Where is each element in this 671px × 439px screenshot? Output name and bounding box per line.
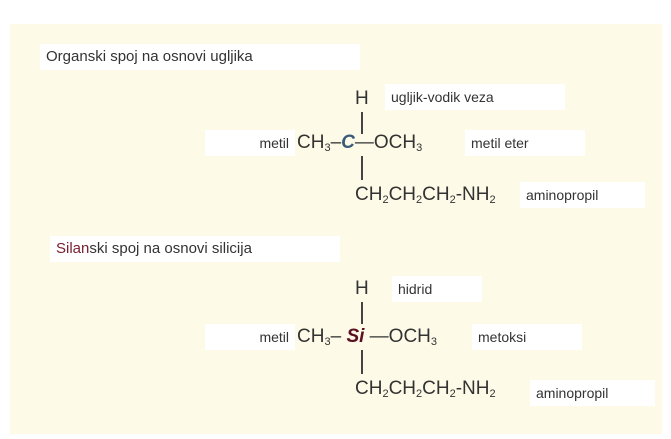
silane-center-row: CH3– Si —OCH3 [297, 326, 437, 348]
organic-left-group: CH3 [297, 132, 331, 154]
organic-bottom-label: aminopropil [520, 182, 645, 208]
organic-left-label: metil [205, 130, 295, 156]
organic-top-h-atom: H [355, 88, 369, 109]
organic-right-group: OCH3 [373, 132, 423, 154]
silane-left-label: metil [205, 324, 295, 350]
silane-section-title: Silanski spoj na osnovi silicija [50, 236, 340, 262]
silane-bottom-chain: CH2CH2CH2-NH2 [355, 378, 496, 400]
organic-bottom-bond [361, 156, 363, 180]
organic-center-atom: C [341, 132, 355, 153]
organic-center-row: CH3–C—OCH3 [297, 132, 422, 154]
silane-center-atom: Si [346, 326, 365, 347]
silane-bottom-label: aminopropil [530, 380, 655, 406]
organic-top-bond [361, 112, 363, 134]
silane-right-bond: — [369, 326, 389, 347]
silane-bottom-bond [361, 350, 363, 374]
silane-left-bond: – [330, 326, 342, 347]
organic-top-label: ugljik-vodik veza [385, 84, 565, 110]
organic-right-bond: — [354, 132, 374, 153]
silane-top-label: hidrid [392, 276, 482, 302]
organic-left-bond: – [330, 132, 342, 153]
silane-right-group: OCH3 [388, 326, 438, 348]
diagram-canvas: Organski spoj na osnovi ugljika H ugljik… [10, 24, 662, 434]
silane-right-label: metoksi [472, 324, 582, 350]
silane-top-h-atom: H [355, 278, 369, 299]
organic-section-title: Organski spoj na osnovi ugljika [40, 44, 360, 70]
silane-top-bond [361, 302, 363, 324]
organic-bottom-chain: CH2CH2CH2-NH2 [355, 184, 496, 206]
organic-right-label: metil eter [465, 130, 585, 156]
silane-left-group: CH3 [297, 326, 331, 348]
